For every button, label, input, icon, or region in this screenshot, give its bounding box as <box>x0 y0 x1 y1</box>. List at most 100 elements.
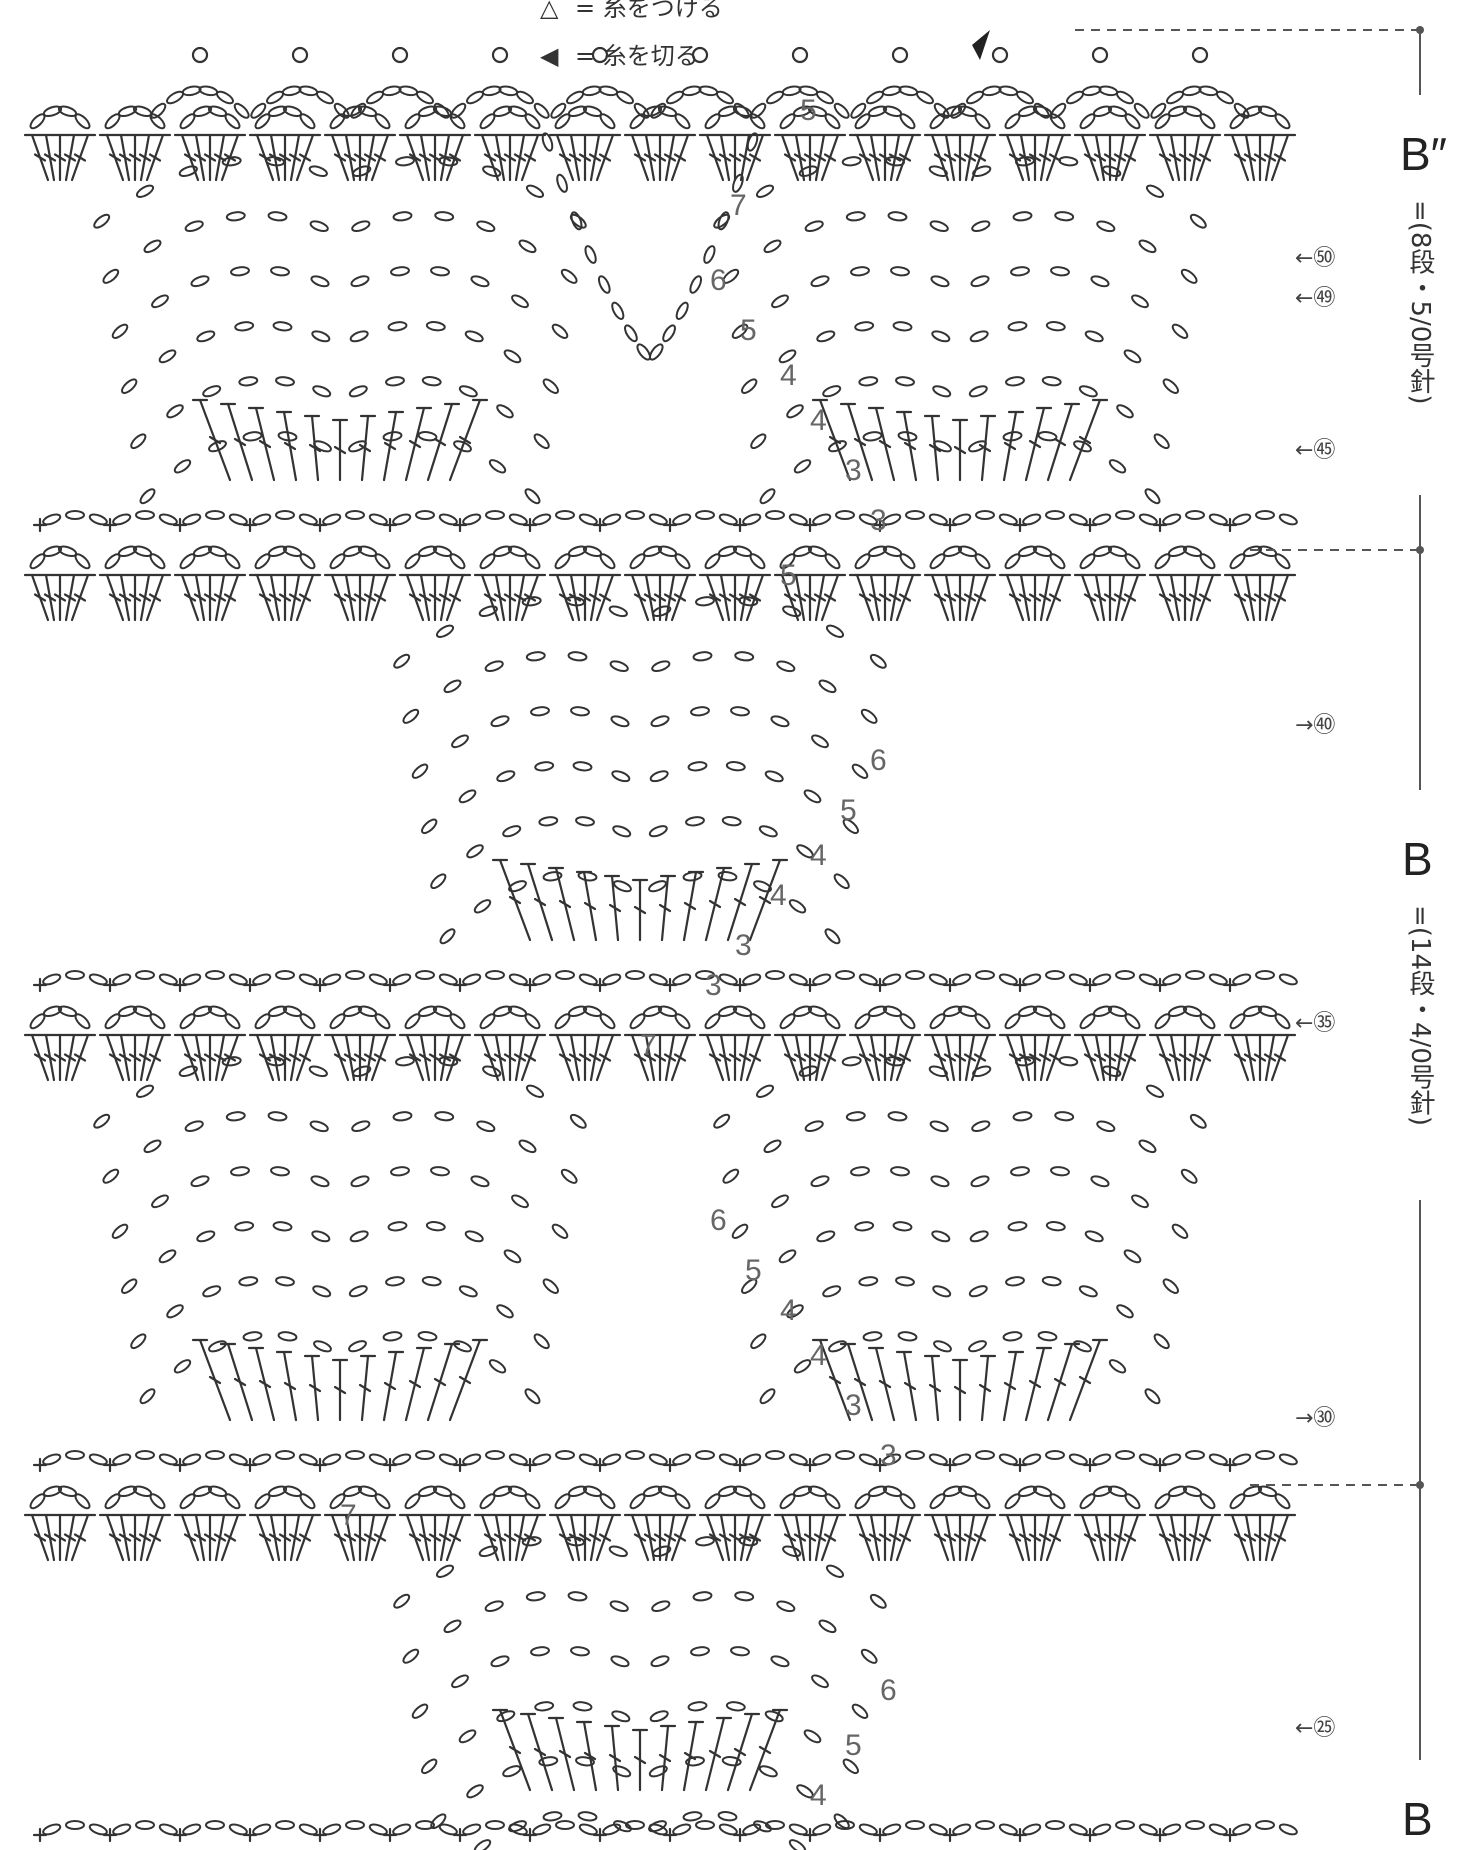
chain-stitch <box>42 1822 62 1836</box>
chain-stitch <box>1149 102 1167 120</box>
chain-stitch <box>571 1646 590 1656</box>
chain-stitch <box>462 1452 482 1466</box>
chain-stitch <box>73 112 91 130</box>
chain-stitch <box>486 1821 504 1829</box>
chain-stitch <box>898 1012 916 1030</box>
chain-stitch <box>182 972 202 986</box>
chain-stitch <box>931 329 951 343</box>
chain-stitch <box>416 1451 434 1459</box>
chain-stitch <box>785 403 804 420</box>
chain-stitch <box>1123 348 1142 365</box>
chain-stitch <box>476 219 496 233</box>
chain-stitch <box>348 1284 368 1298</box>
chain-stitch <box>888 211 907 221</box>
chain-stitch <box>535 1701 554 1711</box>
chain-stitch <box>1180 267 1199 285</box>
chain-stitch <box>1256 1821 1274 1829</box>
chain-stitch <box>182 512 202 526</box>
chain-stitch <box>1180 1167 1199 1185</box>
chain-stitch <box>952 972 972 986</box>
chain-count-label: 5 <box>840 794 857 827</box>
chain-stitch <box>539 816 558 826</box>
chain-stitch <box>148 1012 166 1030</box>
chain-stitch <box>1183 105 1203 118</box>
chain-stitch <box>778 1248 797 1265</box>
chain-stitch <box>782 1545 802 1558</box>
chain-stitch <box>392 1592 411 1610</box>
chain-stitch <box>770 714 790 728</box>
section-note: =(8段・5/0号針) <box>1405 200 1435 404</box>
chain-stitch <box>583 245 598 265</box>
chain-stitch <box>906 971 924 979</box>
chain-stitch <box>208 1339 228 1353</box>
chain-stitch <box>223 1492 241 1510</box>
chain-stitch <box>571 706 590 716</box>
chain-stitch <box>626 511 644 519</box>
chain-stitch <box>1278 972 1298 986</box>
chain-stitch <box>755 183 775 199</box>
chain-stitch <box>508 105 528 118</box>
chain-stitch <box>283 1485 303 1498</box>
chain-stitch <box>226 1111 245 1121</box>
chain-stitch <box>804 1119 824 1133</box>
section-letter: B″ <box>1400 128 1447 180</box>
chain-stitch <box>883 545 903 558</box>
section-letter: B <box>1402 1793 1433 1845</box>
chain-stitch <box>1059 1056 1078 1066</box>
chain-stitch <box>273 321 292 331</box>
chain-stitch <box>239 376 258 386</box>
chain-stitch <box>435 1111 454 1121</box>
chain-stitch <box>373 1012 391 1030</box>
chain-stitch <box>863 1331 882 1341</box>
chain-stitch <box>271 266 290 276</box>
chain-stitch <box>1084 329 1104 343</box>
chain-stitch <box>648 342 665 361</box>
chain-stitch <box>112 1822 132 1836</box>
chain-stitch <box>348 384 368 398</box>
chain-stitch <box>411 762 430 780</box>
chain-stitch <box>849 102 867 120</box>
chain-count-label: 3 <box>845 1389 862 1422</box>
chain-stitch <box>836 1451 854 1459</box>
chain-stitch <box>392 652 411 670</box>
chain-stitch <box>143 1138 163 1154</box>
chain-stitch <box>1033 545 1053 558</box>
chain-stitch <box>823 552 841 570</box>
chain-stitch <box>555 173 569 193</box>
chain-stitch <box>674 301 690 321</box>
chain-stitch <box>1273 1492 1291 1510</box>
chain-stitch <box>551 322 570 340</box>
chain-stitch <box>583 1005 603 1018</box>
chain-count-label: 7 <box>640 1029 657 1062</box>
chain-stitch <box>812 512 832 526</box>
chain-stitch <box>1162 1822 1182 1836</box>
chain-stitch <box>531 706 550 716</box>
row-markers: ←㊿ ←㊾ ←㊺ →㊵ ←㉟ →㉚ ←㉕ <box>1295 246 1335 1741</box>
chain-stitch <box>273 1221 292 1231</box>
chain-stitch <box>283 105 303 118</box>
chain-stitch <box>1055 211 1074 221</box>
chain-stitch <box>1130 1193 1150 1209</box>
section-label-b-double-prime: B″ =(8段・5/0号針) <box>1400 128 1447 404</box>
chain-stitch <box>133 105 153 118</box>
row-marker-49: ←㊾ <box>1295 286 1335 311</box>
chain-stitch <box>101 267 120 285</box>
chain-stitch <box>842 1056 861 1066</box>
chain-stitch <box>1096 219 1116 233</box>
chain-count-label: 4 <box>770 879 787 912</box>
chain-count-label: 4 <box>780 359 797 392</box>
chain-stitch <box>608 1545 628 1558</box>
chain-stitch <box>515 89 535 105</box>
chain-stitch <box>976 971 994 979</box>
chain-stitch <box>426 1221 445 1231</box>
chain-stitch <box>322 1822 342 1836</box>
chain-stitch <box>716 211 730 231</box>
chain-stitch <box>609 1599 629 1613</box>
chain-stitch <box>582 85 601 96</box>
chain-stitch <box>223 1012 241 1030</box>
chain-stitch <box>322 1452 342 1466</box>
chain-stitch <box>742 512 762 526</box>
chain-stitch <box>312 384 332 398</box>
chain-stitch <box>422 376 441 386</box>
chain-stitch <box>971 219 991 233</box>
